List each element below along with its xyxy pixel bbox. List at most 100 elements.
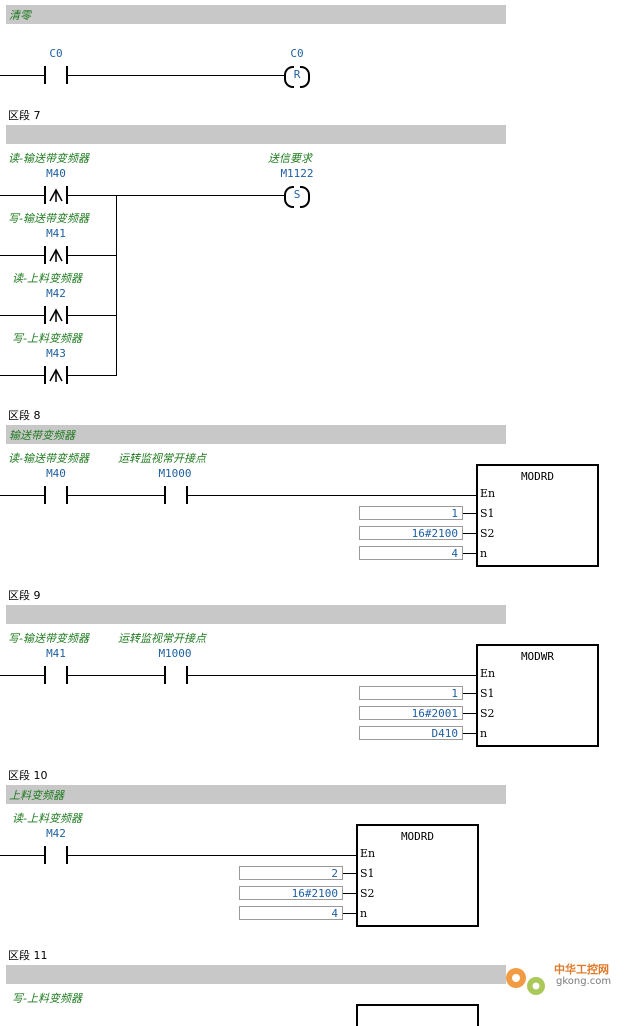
rung-wire <box>188 495 476 496</box>
network-comment-bar[interactable] <box>6 125 506 144</box>
pin-s2: S2 <box>480 707 495 720</box>
param-s2-field[interactable]: 16#2001 <box>359 706 463 720</box>
contact-address: M43 <box>46 347 66 360</box>
contact-address: M41 <box>46 647 66 660</box>
network-comment: 上料变频器 <box>9 789 64 802</box>
network-comment-bar[interactable]: 输送带变频器 <box>6 425 506 444</box>
rung-wire <box>68 315 116 316</box>
network-label[interactable]: 区段 10 <box>8 769 48 782</box>
rung-wire <box>0 675 44 676</box>
pin-s2: S2 <box>360 887 375 900</box>
no-contact[interactable] <box>44 846 68 864</box>
parallel-branch-wire <box>116 195 117 376</box>
pin-n: n <box>480 547 488 560</box>
pin-en: En <box>480 487 496 500</box>
pin-n: n <box>360 907 368 920</box>
coil-type: S <box>293 188 301 201</box>
rung-wire <box>68 375 116 376</box>
contact-address: M41 <box>46 227 66 240</box>
positive-transition-contact[interactable] <box>44 306 68 324</box>
contact-address: M1000 <box>158 647 192 660</box>
symbol-comment: 运转监视常开接点 <box>118 452 206 465</box>
rung-wire <box>68 675 164 676</box>
symbol-comment: 运转监视常开接点 <box>118 632 206 645</box>
param-n-field[interactable]: 4 <box>359 546 463 560</box>
pin-en: En <box>480 667 496 680</box>
symbol-comment: 写-输送带变频器 <box>8 632 89 645</box>
rung-wire <box>68 195 284 196</box>
block-title: MODRD <box>520 470 555 483</box>
modwr-block[interactable]: MODWR En S1 S2 n <box>476 644 599 747</box>
param-s1-field[interactable]: 2 <box>239 866 343 880</box>
contact-address: M40 <box>46 167 66 180</box>
block-title: MODWR <box>520 650 555 663</box>
rung-wire <box>68 855 356 856</box>
positive-transition-contact[interactable] <box>44 186 68 204</box>
set-coil[interactable]: S <box>284 186 310 208</box>
coil-type: R <box>293 68 301 81</box>
coil-address: M1122 <box>280 167 314 180</box>
network-comment-bar[interactable] <box>6 605 506 624</box>
pin-en: En <box>360 847 376 860</box>
param-s1-field[interactable]: 1 <box>359 686 463 700</box>
network-comment-bar[interactable] <box>6 965 506 984</box>
rung-wire <box>0 315 44 316</box>
network-comment: 输送带变频器 <box>9 429 75 442</box>
param-s1-field[interactable]: 1 <box>359 506 463 520</box>
contact-address: M40 <box>46 467 66 480</box>
param-n-field[interactable]: 4 <box>239 906 343 920</box>
network-comment: 清零 <box>9 9 31 22</box>
positive-transition-contact[interactable] <box>44 366 68 384</box>
no-contact[interactable] <box>164 486 188 504</box>
symbol-comment: 读-输送带变频器 <box>8 152 89 165</box>
symbol-comment: 写-输送带变频器 <box>8 212 89 225</box>
modrd-block[interactable]: MODRD En S1 S2 n <box>476 464 599 567</box>
network-comment-bar[interactable]: 上料变频器 <box>6 785 506 804</box>
rung-wire <box>0 195 44 196</box>
pin-s1: S1 <box>480 687 495 700</box>
param-wire <box>463 713 476 714</box>
rung-wire <box>0 255 44 256</box>
pin-s2: S2 <box>480 527 495 540</box>
gkong-watermark-logo: 中华工控网 gkong.com <box>500 958 620 998</box>
network-label[interactable]: 区段 11 <box>8 949 48 962</box>
contact-address: M1000 <box>158 467 192 480</box>
no-contact[interactable] <box>164 666 188 684</box>
watermark-url: gkong.com <box>556 976 612 987</box>
no-contact[interactable] <box>44 66 68 84</box>
param-wire <box>463 733 476 734</box>
no-contact[interactable] <box>44 666 68 684</box>
modrd-block[interactable]: MODRD En S1 S2 n <box>356 824 479 927</box>
function-block[interactable] <box>356 1004 479 1026</box>
pin-n: n <box>480 727 488 740</box>
pin-s1: S1 <box>360 867 375 880</box>
no-contact[interactable] <box>44 486 68 504</box>
network-comment-bar[interactable]: 清零 <box>6 5 506 24</box>
symbol-comment: 读-上料变频器 <box>12 272 82 285</box>
network-label[interactable]: 区段 8 <box>8 409 41 422</box>
rung-wire <box>68 75 284 76</box>
network-label[interactable]: 区段 9 <box>8 589 41 602</box>
param-n-field[interactable]: D410 <box>359 726 463 740</box>
block-title: MODRD <box>400 830 435 843</box>
param-wire <box>343 893 356 894</box>
param-s2-field[interactable]: 16#2100 <box>239 886 343 900</box>
rung-wire <box>0 855 44 856</box>
rung-wire <box>0 495 44 496</box>
param-wire <box>463 533 476 534</box>
param-wire <box>343 913 356 914</box>
param-s2-field[interactable]: 16#2100 <box>359 526 463 540</box>
network-label[interactable]: 区段 7 <box>8 109 41 122</box>
gear-icon <box>506 968 545 995</box>
param-wire <box>343 873 356 874</box>
symbol-comment: 读-输送带变频器 <box>8 452 89 465</box>
param-wire <box>463 693 476 694</box>
reset-coil[interactable]: R <box>284 66 310 88</box>
param-wire <box>463 553 476 554</box>
rung-wire <box>0 375 44 376</box>
contact-address: C0 <box>49 47 63 60</box>
coil-address: C0 <box>290 47 304 60</box>
contact-address: M42 <box>46 827 66 840</box>
positive-transition-contact[interactable] <box>44 246 68 264</box>
rung-wire <box>188 675 476 676</box>
